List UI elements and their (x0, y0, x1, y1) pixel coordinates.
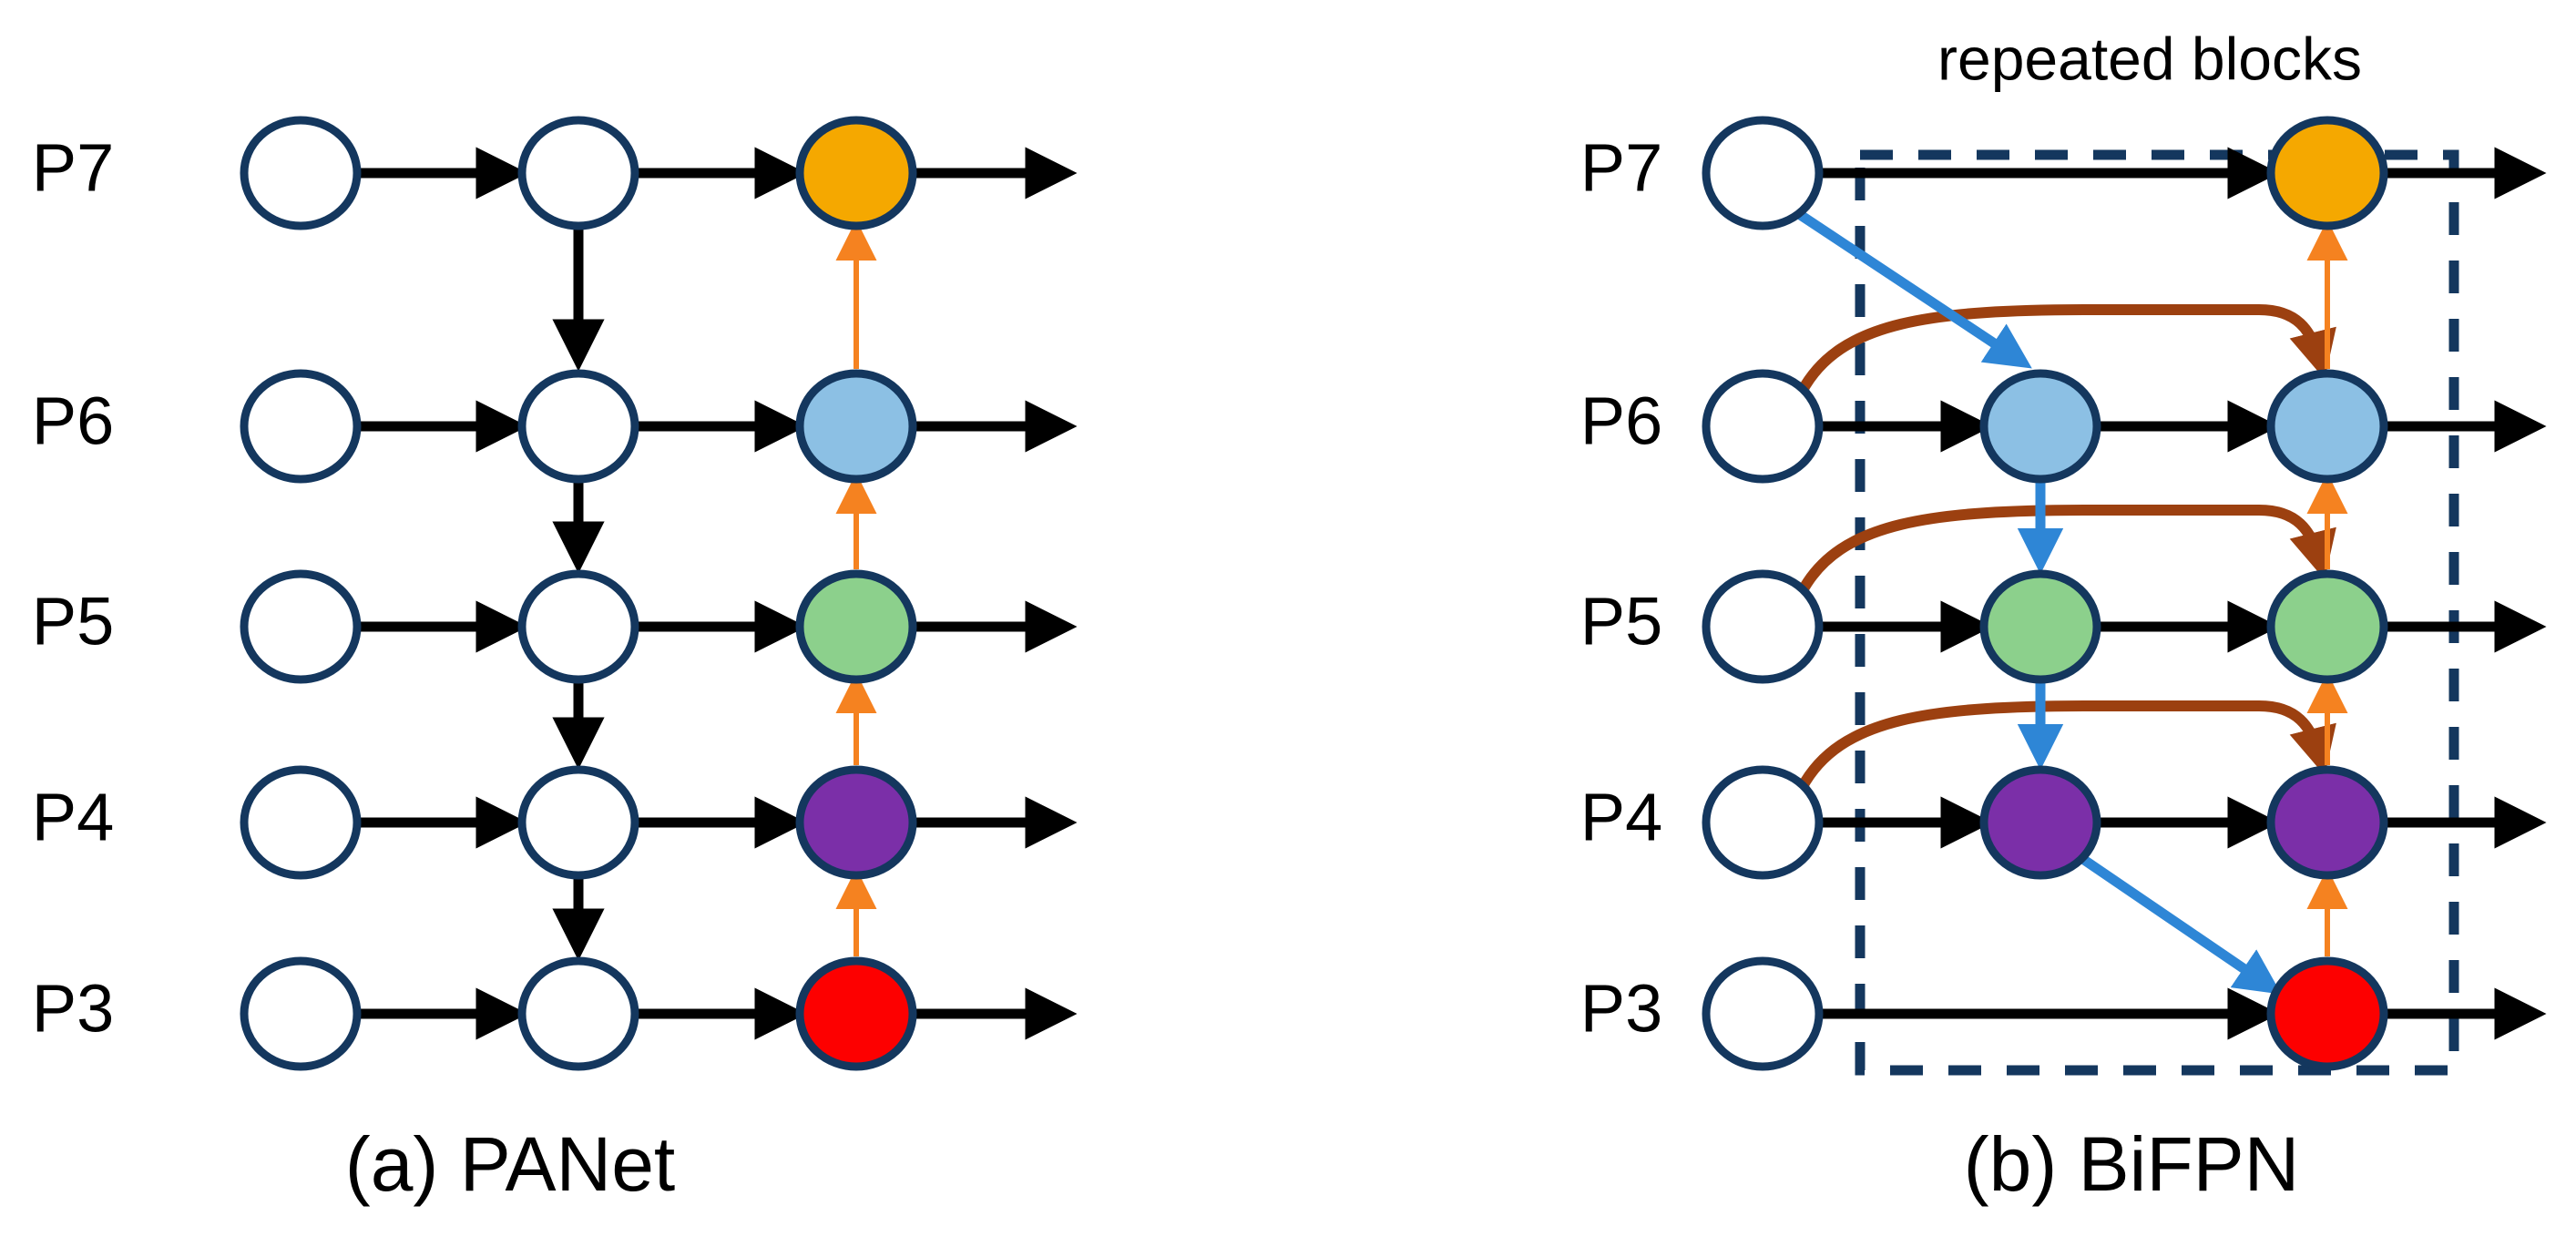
node-p5-mid-bifpn[interactable] (1979, 569, 2101, 684)
bifpn-topdown-pathway (1793, 208, 2282, 995)
caption-bifpn: (b) BiFPN (1964, 1121, 2300, 1207)
caption-panet: (a) PANet (345, 1121, 676, 1207)
node-p7-mid[interactable] (517, 116, 639, 230)
row-label-p3-panet: P3 (32, 971, 115, 1047)
node-p6-input[interactable] (240, 369, 362, 484)
row-label-p5-panet: P5 (32, 584, 115, 659)
row-label-p6-bifpn: P6 (1580, 383, 1663, 459)
panet-edges-col1-col2 (357, 147, 528, 1040)
node-p4-input[interactable] (240, 765, 362, 880)
node-p6-mid[interactable] (517, 369, 639, 484)
row-label-p6-panet: P6 (32, 383, 115, 459)
row-label-p4-bifpn: P4 (1580, 780, 1663, 855)
node-p7-output-bifpn[interactable] (2266, 116, 2388, 230)
node-p3-mid[interactable] (517, 956, 639, 1071)
node-p5-mid[interactable] (517, 569, 639, 684)
edge-topdown-p4-mid-to-p3-out (2080, 855, 2282, 995)
panet-nodes-col2 (517, 116, 639, 1071)
panet-edges-col2-col3 (635, 147, 807, 1040)
row-label-p7-panet: P7 (32, 130, 115, 206)
node-p5-input[interactable] (240, 569, 362, 684)
node-p7-input[interactable] (240, 116, 362, 230)
node-p4-input-bifpn[interactable] (1702, 765, 1824, 880)
node-p3-input[interactable] (240, 956, 362, 1071)
skip-p6-input-to-p6-output (1796, 304, 2336, 394)
node-p4-mid[interactable] (517, 765, 639, 880)
node-p5-output-bifpn[interactable] (2266, 569, 2388, 684)
bifpn-nodes-col2 (1979, 369, 2101, 880)
node-p6-output[interactable] (795, 369, 917, 484)
node-p6-mid-bifpn[interactable] (1979, 369, 2101, 484)
node-p7-input-bifpn[interactable] (1702, 116, 1824, 230)
node-p4-output-bifpn[interactable] (2266, 765, 2388, 880)
bifpn-output-edges (2384, 147, 2547, 1040)
node-p3-output[interactable] (795, 956, 917, 1071)
row-label-p5-bifpn: P5 (1580, 584, 1663, 659)
bifpn-skip-connections (1796, 304, 2336, 791)
row-label-p4-panet: P4 (32, 780, 115, 855)
panet-nodes-col1 (240, 116, 362, 1071)
node-p6-output-bifpn[interactable] (2266, 369, 2388, 484)
bifpn-nodes-col1 (1702, 116, 1824, 1071)
row-label-p3-bifpn: P3 (1580, 971, 1663, 1047)
node-p6-input-bifpn[interactable] (1702, 369, 1824, 484)
panet-output-edges (913, 147, 1078, 1040)
panel-panet: P7 P6 P5 P4 P3 (32, 116, 1078, 1207)
bifpn-nodes-col3 (2266, 116, 2388, 1071)
node-p4-output[interactable] (795, 765, 917, 880)
repeated-blocks-label: repeated blocks (1937, 25, 2362, 92)
skip-p4-input-to-p4-output (1796, 700, 2336, 791)
node-p3-output-bifpn[interactable] (2266, 956, 2388, 1071)
node-p4-mid-bifpn[interactable] (1979, 765, 2101, 880)
node-p5-input-bifpn[interactable] (1702, 569, 1824, 684)
row-label-p7-bifpn: P7 (1580, 130, 1663, 206)
node-p7-output[interactable] (795, 116, 917, 230)
node-p5-output[interactable] (795, 569, 917, 684)
repeated-blocks-dashed-box (1855, 149, 2459, 1076)
node-p3-input-bifpn[interactable] (1702, 956, 1824, 1071)
skip-p5-input-to-p5-output (1796, 505, 2336, 595)
panet-nodes-col3 (795, 116, 917, 1071)
panel-bifpn: repeated blocks P7 P6 P5 P4 P3 (1580, 25, 2547, 1207)
edge-topdown-p7-to-p6-mid (1793, 208, 2032, 369)
